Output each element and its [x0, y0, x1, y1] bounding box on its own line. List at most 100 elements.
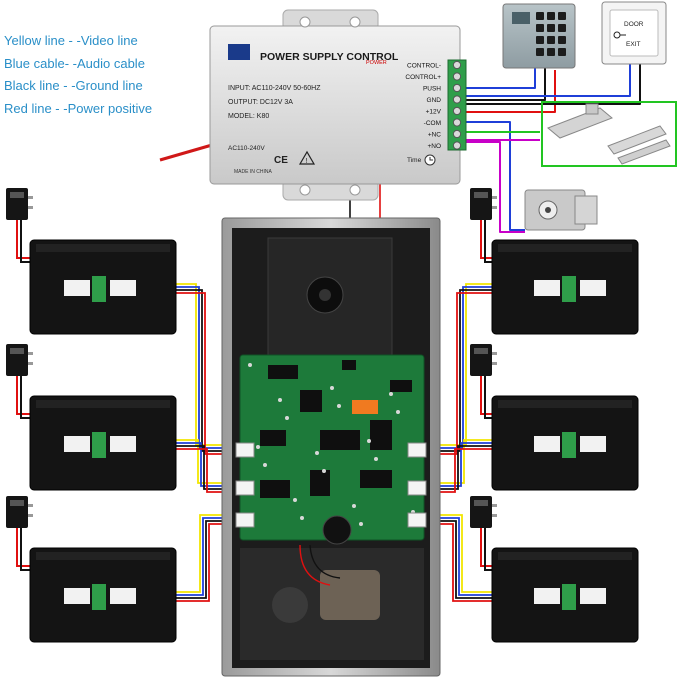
pcb-part: [359, 522, 363, 526]
pcb-part: [367, 439, 371, 443]
outdoor-panel: [221, 217, 441, 677]
keypad-key: [547, 24, 555, 32]
wire-legend: Yellow line - -Video line Blue cable- -A…: [4, 30, 152, 120]
monitor-label: [534, 436, 560, 452]
keypad-key: [547, 48, 555, 56]
supply-input: INPUT: AC110-240V 50-60HZ: [228, 85, 321, 92]
pcb-part: [278, 398, 282, 402]
pcb-chip: [390, 380, 412, 392]
indoor-monitor: [491, 239, 639, 335]
pcb-part: [374, 457, 378, 461]
monitor-vents: [36, 244, 170, 252]
pcb-part: [300, 516, 304, 520]
power-adapters: [6, 188, 497, 528]
terminal-label: PUSH: [423, 86, 441, 93]
adapter-pin: [492, 352, 497, 355]
adapter-pin: [28, 504, 33, 507]
keypad-key: [558, 24, 566, 32]
keypad-key: [536, 36, 544, 44]
pcb-part: [315, 451, 319, 455]
exit-line2: EXIT: [626, 41, 640, 48]
wire-gnd: [463, 60, 546, 101]
pcb-chip: [268, 365, 298, 379]
monitor-label: [64, 280, 90, 296]
pcb-part: [330, 386, 334, 390]
pcb-part: [322, 469, 326, 473]
adapter-label: [10, 500, 24, 506]
connector-left: [235, 480, 255, 496]
legend-audio: Blue cable- -Audio cable: [4, 55, 145, 71]
keypad-key: [536, 12, 544, 20]
connector-left: [235, 442, 255, 458]
supply-time-label: Time: [407, 157, 422, 164]
pcb-connectors: [235, 442, 427, 528]
terminal-label: CONTROL+: [405, 74, 441, 81]
legend-video: Yellow line - -Video line: [4, 33, 138, 48]
indoor-monitor: [29, 239, 177, 335]
terminal-label: CONTROL-: [407, 63, 441, 70]
terminal-label: GND: [427, 97, 442, 104]
wire-lock-com: [463, 121, 525, 231]
power-adapter-icon: [6, 344, 33, 376]
keypad-key: [547, 36, 555, 44]
adapter-pin: [28, 206, 33, 209]
adapter-pin: [28, 514, 33, 517]
pcb-part: [396, 410, 400, 414]
legend-ground: Black line - -Ground line: [4, 78, 143, 93]
pcb-part: [263, 463, 267, 467]
pcb-chip: [360, 470, 392, 488]
supply-power-led: POWER: [366, 60, 387, 66]
terminal-screw: [452, 106, 462, 116]
pcb-part: [293, 498, 297, 502]
adapter-label: [474, 500, 488, 506]
terminal-label: +NO: [427, 143, 441, 150]
adapter-label: [10, 192, 24, 198]
buzzer: [322, 515, 352, 545]
exit-line1: DOOR: [624, 21, 644, 28]
pcb-chip: [310, 470, 330, 496]
keypad-key: [558, 36, 566, 44]
keypad-keys: [536, 12, 566, 56]
adapter-pin: [492, 196, 497, 199]
monitor-terminal: [92, 584, 106, 610]
power-adapter-icon: [6, 496, 33, 528]
monitor-terminal: [92, 276, 106, 302]
power-adapter-icon: [470, 496, 497, 528]
power-adapter-icon: [470, 188, 497, 220]
terminal-screw: [452, 72, 462, 81]
terminal-label: -COM: [424, 120, 441, 127]
wire-exit-a: [463, 62, 631, 97]
keypad-key: [536, 48, 544, 56]
terminal-screw: [452, 141, 462, 150]
pcb-chip: [320, 430, 360, 450]
monitor-label: [110, 588, 136, 604]
adapter-pin: [28, 352, 33, 355]
monitor-label: [64, 588, 90, 604]
warning-icon: !: [298, 150, 316, 165]
monitor-vents: [36, 552, 170, 560]
keypad-key: [558, 48, 566, 56]
legend-power: Red line - -Power positive: [4, 100, 153, 116]
adapter-pin: [28, 196, 33, 199]
monitor-terminal: [562, 432, 576, 458]
pcb-orange-connector: [352, 400, 378, 414]
wire-lock-nc: [463, 141, 525, 233]
keypad-icon: [502, 3, 576, 69]
monitor-label: [110, 280, 136, 296]
ce-mark: CE: [274, 155, 288, 166]
electric-rim-lock: [524, 189, 598, 231]
brand-logo: [228, 44, 250, 60]
power-adapter-icon: [6, 188, 33, 220]
indoor-monitor: [491, 395, 639, 491]
pcb-chip: [342, 360, 356, 370]
adapter-label: [10, 348, 24, 354]
connector-left: [235, 512, 255, 528]
power-adapter-icon: [470, 344, 497, 376]
terminal-block: [447, 59, 467, 151]
exit-button: DOOR EXIT: [601, 1, 667, 65]
adapter-label: [474, 348, 488, 354]
keypad-key: [547, 12, 555, 20]
connector-right: [407, 512, 427, 528]
